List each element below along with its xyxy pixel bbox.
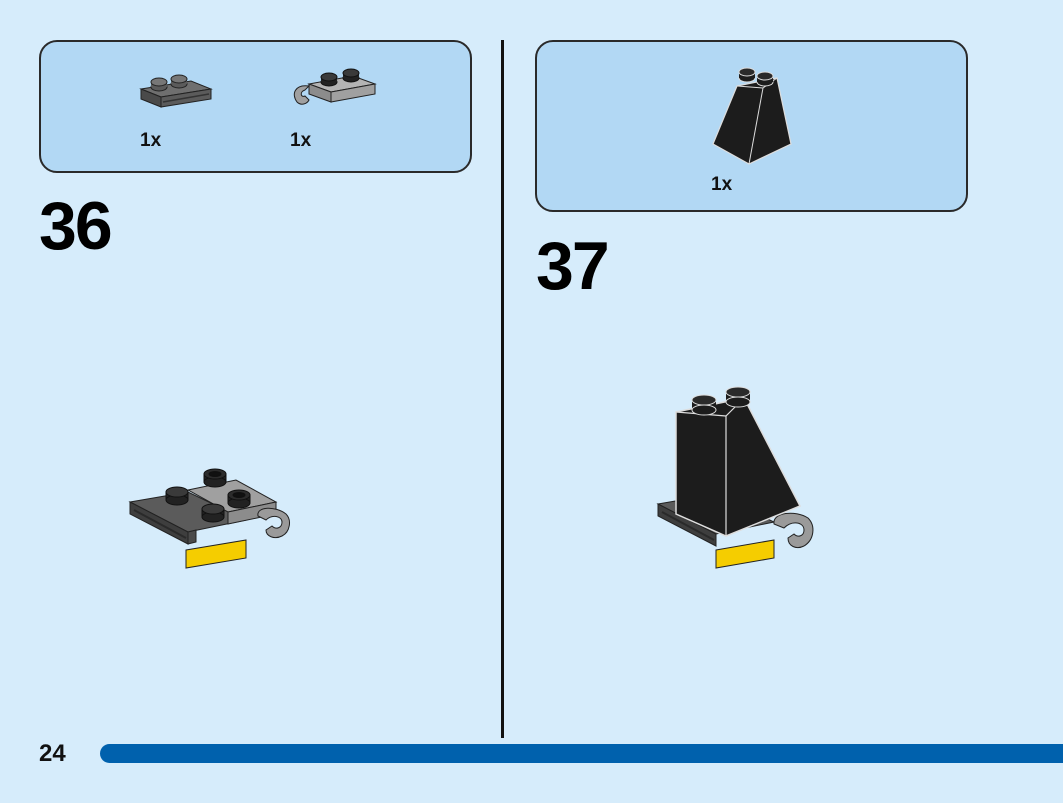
step-37-assembly-illustration (656, 386, 814, 569)
progress-bar-fill (100, 744, 1063, 763)
parts-callout-step-36: 1x 1x (39, 40, 472, 173)
plate-with-rail-icon (139, 74, 213, 108)
slope-brick-icon (712, 67, 792, 165)
plate-with-clip-icon (293, 68, 377, 105)
part-qty: 1x (290, 130, 312, 151)
page-number: 24 (39, 740, 66, 767)
parts-callout-step-37: 1x (535, 40, 968, 212)
step-number: 36 (39, 188, 113, 264)
step-divider (501, 40, 504, 738)
step-number: 37 (536, 228, 610, 304)
part-qty: 1x (140, 130, 162, 151)
step-36-assembly-illustration (128, 468, 290, 569)
part-qty: 1x (711, 174, 733, 195)
progress-bar (100, 744, 1063, 763)
